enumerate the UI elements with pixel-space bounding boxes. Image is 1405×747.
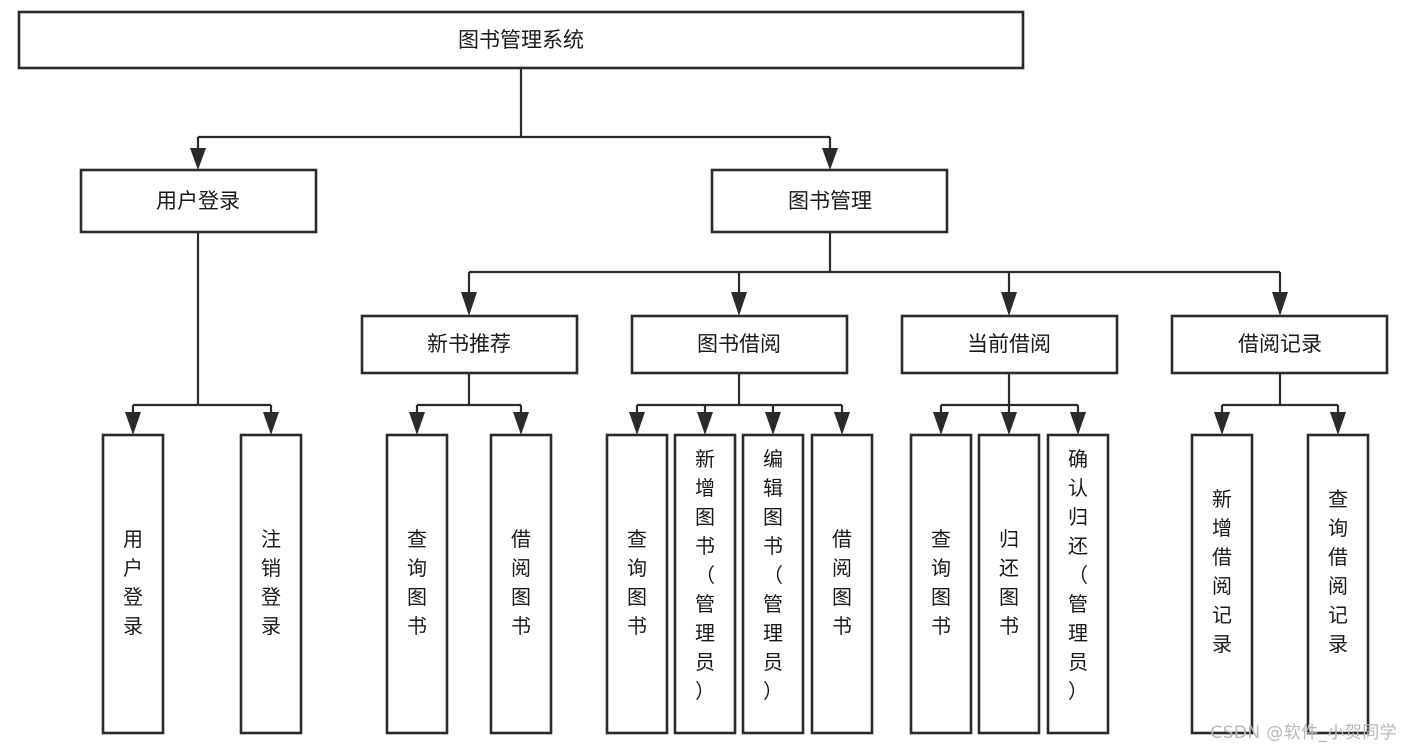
node-leaf-query-book-3-box[interactable] <box>909 433 973 735</box>
node-leaf-add-book[interactable]: 新增图书（管理员） <box>673 433 737 735</box>
node-leaf-confirm-return-box[interactable] <box>1046 433 1110 735</box>
arrowhead-leaf-borrow-book-1 <box>513 412 529 435</box>
arrowhead-leaf-user-login <box>125 412 141 435</box>
node-borrow-record-box[interactable] <box>1170 314 1389 375</box>
arrowhead-leaf-query-book-2 <box>629 412 645 435</box>
node-root-box[interactable] <box>17 10 1025 70</box>
node-leaf-query-book-2-box[interactable] <box>605 433 669 735</box>
node-book-admin-label: 图书管理 <box>788 189 872 213</box>
node-leaf-add-record[interactable]: 新增借阅记录 <box>1190 433 1254 735</box>
node-borrow-record-label: 借阅记录 <box>1238 332 1322 356</box>
node-leaf-add-book-box[interactable] <box>673 433 737 735</box>
arrowhead-leaf-confirm-return <box>1070 412 1086 435</box>
node-user-login-label: 用户登录 <box>156 189 240 213</box>
node-leaf-add-record-label: 新增借阅记录 <box>1212 487 1232 656</box>
node-leaf-query-book-1-label: 查询图书 <box>407 527 427 638</box>
node-leaf-return-book[interactable]: 归还图书 <box>977 433 1041 735</box>
node-leaf-logout-label: 注销登录 <box>261 527 281 638</box>
arrowhead-current-borrow <box>1001 292 1017 316</box>
node-root[interactable]: 图书管理系统 <box>17 10 1025 70</box>
node-leaf-logout[interactable]: 注销登录 <box>239 433 303 735</box>
node-root-label: 图书管理系统 <box>458 28 584 52</box>
node-leaf-query-record-box[interactable] <box>1306 433 1370 735</box>
node-leaf-confirm-return-label: 确认归还（管理员） <box>1068 447 1088 703</box>
node-leaf-confirm-return[interactable]: 确认归还（管理员） <box>1046 433 1110 735</box>
node-leaf-add-book-label: 新增图书（管理员） <box>695 447 715 703</box>
node-leaf-user-login-label: 用户登录 <box>123 527 143 638</box>
node-leaf-borrow-book-2-label: 借阅图书 <box>832 527 852 638</box>
node-leaf-borrow-book-2-box[interactable] <box>810 433 874 735</box>
arrowhead-new-book-rec <box>461 292 477 316</box>
node-leaf-edit-book-label: 编辑图书（管理员） <box>763 447 783 703</box>
arrowhead-book-borrow <box>731 292 747 316</box>
arrowhead-leaf-add-record <box>1214 412 1230 435</box>
node-leaf-query-book-1-box[interactable] <box>385 433 449 735</box>
node-book-admin[interactable]: 图书管理 <box>710 168 949 234</box>
arrowhead-leaf-add-book <box>697 412 713 435</box>
node-leaf-user-login-box[interactable] <box>101 433 165 735</box>
arrowhead-leaf-borrow-book-2 <box>834 412 850 435</box>
node-leaf-return-book-box[interactable] <box>977 433 1041 735</box>
node-leaf-query-book-3-label: 查询图书 <box>931 527 951 638</box>
node-borrow-record[interactable]: 借阅记录 <box>1170 314 1389 375</box>
node-leaf-logout-box[interactable] <box>239 433 303 735</box>
node-leaf-user-login[interactable]: 用户登录 <box>101 433 165 735</box>
arrowhead-leaf-query-book-3 <box>933 412 949 435</box>
node-book-admin-box[interactable] <box>710 168 949 234</box>
arrowhead-leaf-edit-book <box>765 412 781 435</box>
arrowhead-book-admin <box>822 148 838 170</box>
connector-layer <box>125 68 1346 435</box>
node-leaf-borrow-book-2[interactable]: 借阅图书 <box>810 433 874 735</box>
node-leaf-add-record-box[interactable] <box>1190 433 1254 735</box>
node-leaf-edit-book-box[interactable] <box>741 433 805 735</box>
arrowhead-user-login <box>190 148 206 170</box>
node-new-book-rec[interactable]: 新书推荐 <box>360 314 579 375</box>
node-leaf-borrow-book-1-box[interactable] <box>489 433 553 735</box>
node-new-book-rec-box[interactable] <box>360 314 579 375</box>
node-leaf-query-record-label: 查询借阅记录 <box>1328 487 1348 656</box>
arrowhead-leaf-query-book-1 <box>409 412 425 435</box>
node-book-borrow-box[interactable] <box>630 314 849 375</box>
node-leaf-borrow-book-1-label: 借阅图书 <box>511 527 531 638</box>
node-book-borrow-label: 图书借阅 <box>697 332 781 356</box>
node-leaf-edit-book[interactable]: 编辑图书（管理员） <box>741 433 805 735</box>
arrowhead-leaf-return-book <box>1001 412 1017 435</box>
node-leaf-borrow-book-1[interactable]: 借阅图书 <box>489 433 553 735</box>
node-leaf-query-book-1[interactable]: 查询图书 <box>385 433 449 735</box>
node-current-borrow-label: 当前借阅 <box>967 332 1051 356</box>
node-leaf-return-book-label: 归还图书 <box>999 527 1019 638</box>
node-current-borrow-box[interactable] <box>900 314 1119 375</box>
arrowhead-borrow-record <box>1272 292 1288 316</box>
arrowhead-leaf-logout <box>263 412 279 435</box>
node-book-borrow[interactable]: 图书借阅 <box>630 314 849 375</box>
node-user-login[interactable]: 用户登录 <box>79 168 318 234</box>
arrowhead-leaf-query-record <box>1330 412 1346 435</box>
node-leaf-query-book-3[interactable]: 查询图书 <box>909 433 973 735</box>
node-user-login-box[interactable] <box>79 168 318 234</box>
node-new-book-rec-label: 新书推荐 <box>427 332 511 356</box>
csdn-watermark: CSDN @软件_小贺同学 <box>1210 723 1397 743</box>
node-leaf-query-book-2[interactable]: 查询图书 <box>605 433 669 735</box>
node-current-borrow[interactable]: 当前借阅 <box>900 314 1119 375</box>
node-leaf-query-record[interactable]: 查询借阅记录 <box>1306 433 1370 735</box>
node-leaf-query-book-2-label: 查询图书 <box>627 527 647 638</box>
